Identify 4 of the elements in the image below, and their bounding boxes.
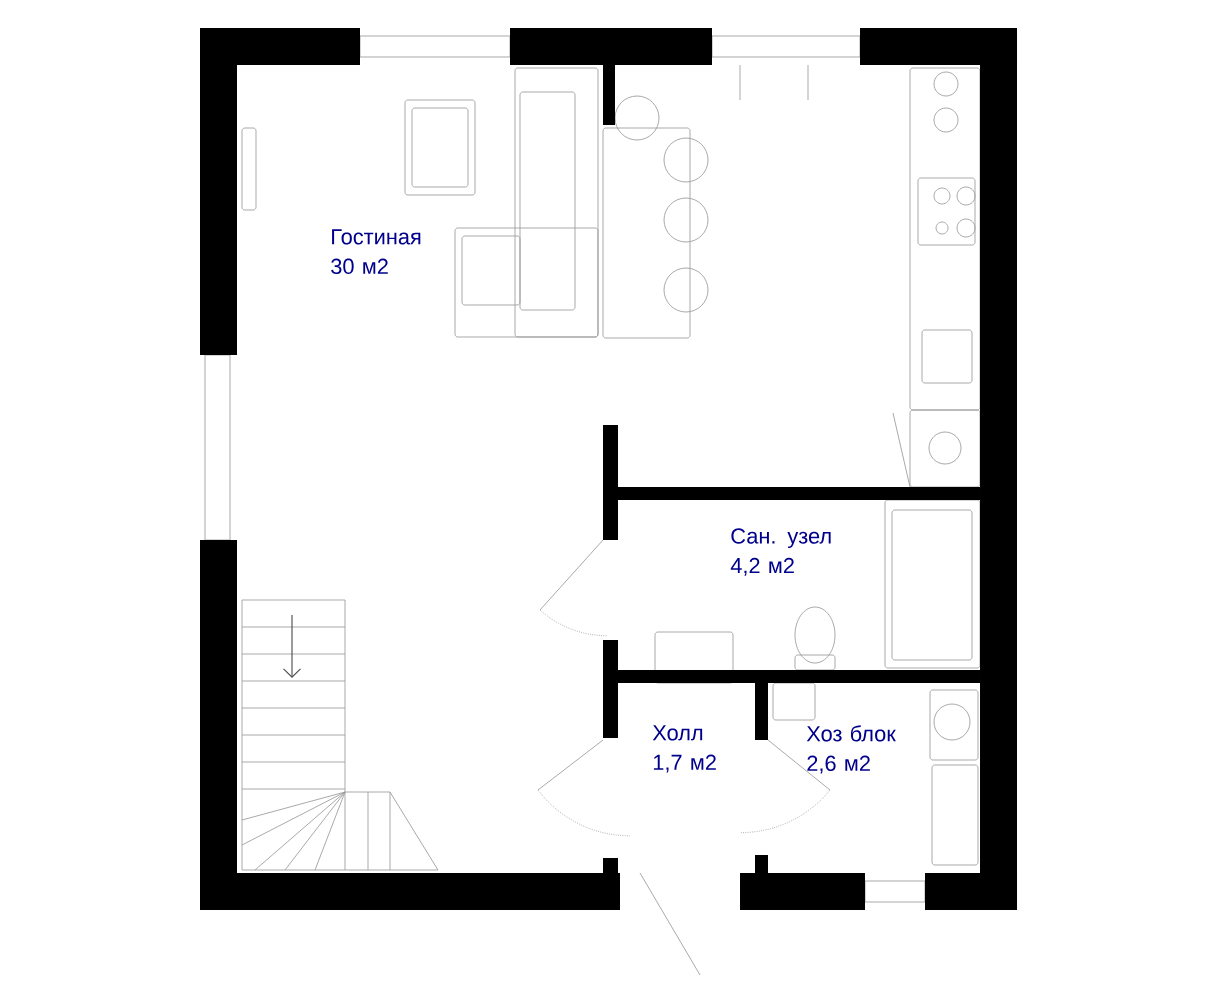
- room-label: Холл 1,7 м2: [652, 725, 716, 773]
- room-label: Сан. узел 4,2 м2: [730, 528, 831, 576]
- room-label: Хоз блок 2,6 м2: [806, 725, 896, 774]
- room-label: Гостиная 30 м2: [331, 229, 421, 275]
